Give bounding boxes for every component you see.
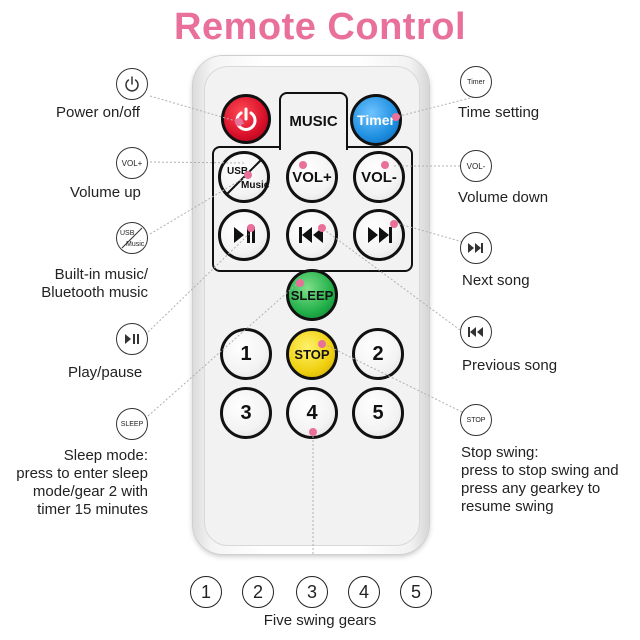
vol-up-label: VOL+ [292, 168, 332, 186]
music-icon-label: Music [126, 241, 145, 248]
usb-icon-label: USB [120, 230, 135, 237]
sleep-caption-line1: Sleep mode: [63, 447, 148, 464]
gear-4-dot [309, 428, 317, 436]
gear-3-label: 3 [240, 401, 252, 424]
play-pause-icon [125, 334, 139, 344]
gear-1-indicator: 1 [190, 576, 222, 608]
stop-caption-line2: press to stop swing and [461, 462, 619, 479]
power-dot [235, 118, 243, 126]
timer-icon-callout: Timer [460, 66, 492, 98]
vol-up-icon-label: VOL+ [121, 158, 143, 168]
timer-caption: Time setting [458, 104, 540, 121]
gear-1-button[interactable]: 1 [220, 328, 272, 380]
next-dot [390, 220, 398, 228]
play-pause-icon [234, 227, 255, 243]
stop-caption-line3: press any gearkey to [461, 480, 601, 497]
gear-4-indicator: 4 [348, 576, 380, 608]
stop-icon-callout: STOP [460, 404, 492, 436]
vol-up-dot [299, 161, 307, 169]
power-icon [125, 76, 139, 92]
vol-up-button[interactable]: VOL+ [286, 151, 338, 203]
power-icon [235, 107, 257, 131]
usb-label: USB [227, 166, 249, 177]
sleep-caption-line2: press to enter sleep [16, 465, 148, 482]
music-tab-joint [281, 144, 342, 150]
music-caption: Built-in music/ Bluetooth music [36, 266, 148, 302]
timer-button-label: Timer [357, 112, 395, 128]
music-icon-callout: USB Music [116, 222, 148, 254]
next-icon [368, 227, 392, 243]
next-caption: Next song [462, 272, 530, 289]
music-caption-line2: Bluetooth music [41, 284, 148, 301]
sleep-icon-label: SLEEP [120, 420, 144, 428]
sleep-label: SLEEP [290, 287, 334, 303]
power-icon-callout [116, 68, 148, 100]
gear-2-label: 2 [372, 342, 384, 365]
gear-5-button[interactable]: 5 [352, 387, 404, 439]
vol-down-button[interactable]: VOL- [353, 151, 405, 203]
prev-caption: Previous song [462, 357, 558, 374]
play-pause-button[interactable] [218, 209, 270, 261]
sleep-button[interactable]: SLEEP [286, 269, 338, 321]
gear-5-indicator: 5 [400, 576, 432, 608]
vol-down-caption: Volume down [458, 189, 549, 206]
gear-4-label: 4 [306, 401, 318, 424]
power-caption: Power on/off [56, 104, 140, 121]
play-caption: Play/pause [68, 364, 143, 381]
gear-3-indicator: 3 [296, 576, 328, 608]
stop-caption: Stop swing: press to stop swing and pres… [461, 444, 619, 516]
power-button[interactable] [221, 94, 271, 144]
music-caption-line1: Built-in music/ [54, 266, 148, 283]
stop-caption-line1: Stop swing: [461, 444, 539, 461]
sleep-caption-line4: timer 15 minutes [37, 501, 148, 518]
sleep-dot [296, 279, 304, 287]
vol-down-dot [381, 161, 389, 169]
next-song-button[interactable] [353, 209, 405, 261]
next-icon [468, 243, 483, 253]
gear-3-button[interactable]: 3 [220, 387, 272, 439]
prev-icon-callout [460, 316, 492, 348]
music-tab-label: MUSIC [279, 92, 348, 150]
stop-caption-line4: resume swing [461, 498, 554, 515]
stop-dot [318, 340, 326, 348]
play-icon-callout [116, 323, 148, 355]
sleep-icon-callout: SLEEP [116, 408, 148, 440]
vol-down-icon-label: VOL- [466, 161, 486, 171]
stop-button[interactable]: STOP [286, 328, 338, 380]
gear-1-label: 1 [240, 342, 252, 365]
sleep-caption: Sleep mode: press to enter sleep mode/ge… [6, 447, 148, 519]
vol-up-caption: Volume up [70, 184, 141, 201]
vol-down-label: VOL- [361, 168, 397, 186]
stop-icon-label: STOP [466, 416, 486, 424]
sleep-caption-line3: mode/gear 2 with [32, 483, 148, 500]
prev-dot [318, 224, 326, 232]
next-icon-callout [460, 232, 492, 264]
usb-dot [244, 171, 252, 179]
vol-down-icon-callout: VOL- [460, 150, 492, 182]
stop-label: STOP [294, 346, 330, 362]
timer-icon-label: Timer [467, 78, 485, 86]
play-dot [247, 224, 255, 232]
gear-5-label: 5 [372, 401, 384, 424]
gear-2-button[interactable]: 2 [352, 328, 404, 380]
previous-icon [468, 327, 483, 337]
gear-2-indicator: 2 [242, 576, 274, 608]
vol-up-icon-callout: VOL+ [116, 147, 148, 179]
usb-music-icon [121, 227, 143, 249]
music-label: Music [241, 180, 270, 191]
timer-dot [392, 113, 400, 121]
gears-caption: Five swing gears [263, 612, 377, 629]
page-title: Remote Control [174, 6, 466, 48]
